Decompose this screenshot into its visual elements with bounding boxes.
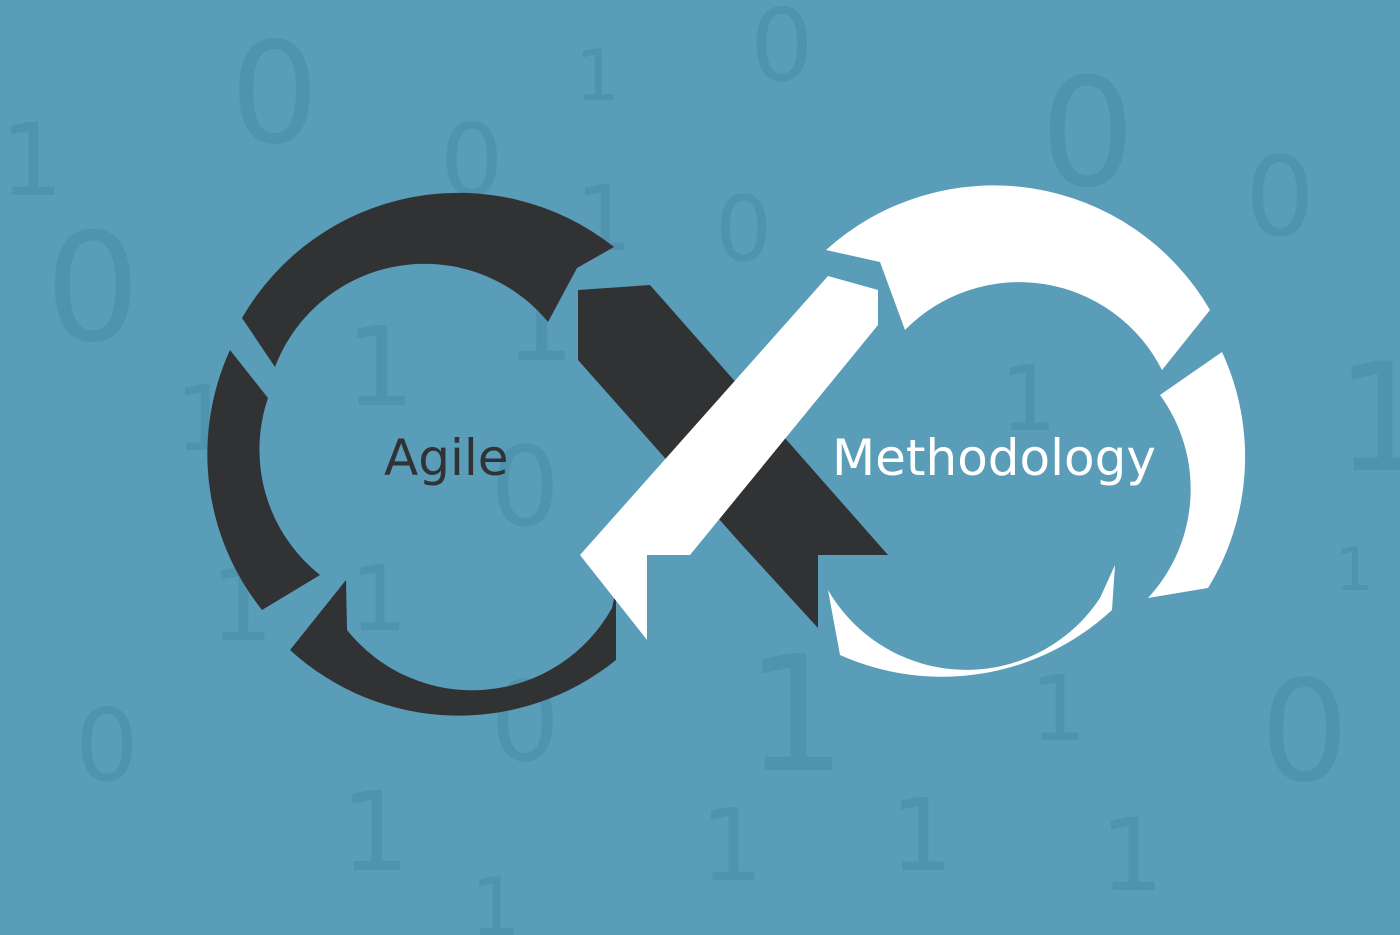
bg-digit: 1	[575, 35, 620, 117]
agile-label: Agile	[384, 429, 509, 487]
bg-digit: 1	[1335, 535, 1373, 605]
bg-digit: 0	[45, 202, 140, 376]
bg-digit: 1	[470, 861, 521, 935]
bg-digit: 0	[490, 423, 560, 551]
white-loop-segment-right	[1148, 352, 1246, 598]
dark-loop-segment-left	[207, 350, 320, 610]
bg-digit: 1	[350, 547, 407, 652]
bg-digit: 0	[75, 687, 139, 804]
bg-digit: 1	[1335, 332, 1400, 506]
right-loop-white	[580, 185, 1246, 677]
bg-digit: 1	[1030, 657, 1087, 762]
methodology-label: Methodology	[832, 429, 1156, 487]
bg-digit: 1	[340, 768, 410, 896]
bg-digit: 0	[715, 177, 772, 282]
bg-digit: 0	[1245, 133, 1315, 261]
bg-digit: 1	[890, 777, 954, 894]
bg-digit: 1	[745, 621, 847, 808]
bg-digit: 0	[1260, 651, 1349, 814]
white-loop-segment-top	[826, 185, 1210, 370]
bg-digit: 0	[230, 13, 319, 176]
dark-loop-segment-bottom	[290, 580, 616, 716]
bg-digit: 1	[700, 787, 764, 904]
bg-digit: 1	[1000, 347, 1057, 452]
bg-digit: 0	[1040, 47, 1135, 221]
bg-digit: 1	[345, 303, 415, 431]
bg-digit: 1	[1100, 797, 1164, 914]
bg-digit: 0	[750, 0, 814, 104]
white-diagonal-arrow	[580, 276, 878, 640]
dark-loop-segment-top	[242, 192, 614, 367]
bg-digit: 1	[0, 102, 64, 219]
